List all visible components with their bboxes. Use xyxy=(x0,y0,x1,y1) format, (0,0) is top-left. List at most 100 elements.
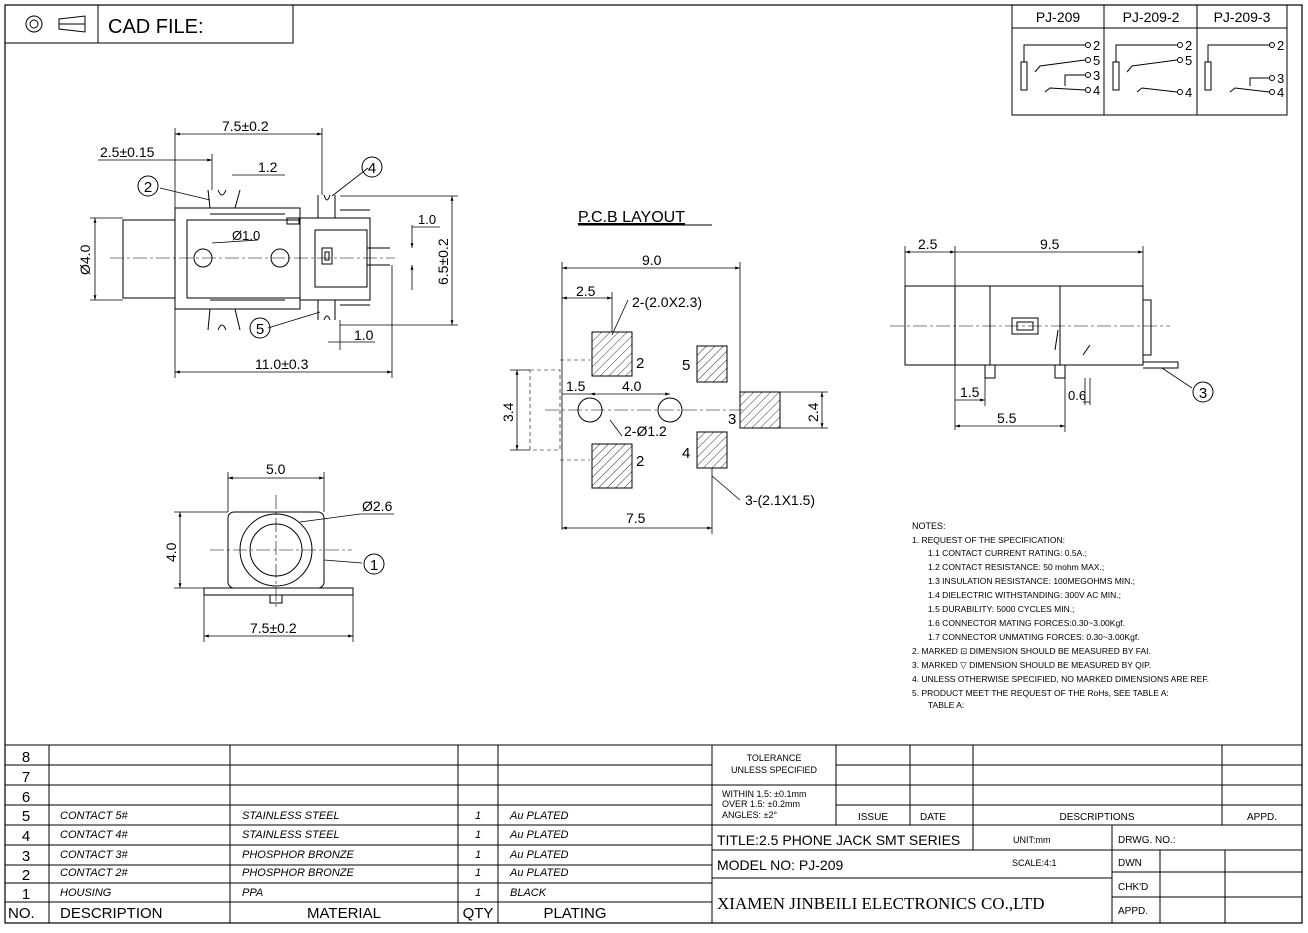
side-view: 2.5 9.5 1.5 5.5 0.6 3 xyxy=(890,236,1214,432)
callout-number: 5 xyxy=(256,321,264,338)
dim-label: 7.5±0.2 xyxy=(250,620,297,636)
dim-label: 6.5±0.2 xyxy=(435,238,451,285)
bom-table: 8 7 6 5 4 3 2 1 CONTACT 5# CONTACT 4# CO… xyxy=(5,744,1302,923)
bom-header-plating: PLATING xyxy=(543,905,606,922)
projection-symbol-icon xyxy=(25,15,86,33)
pin-label: 5 xyxy=(1185,53,1192,68)
callout-bubble xyxy=(137,175,159,197)
dim-label: 5.0 xyxy=(266,461,286,477)
bom-row-desc: HOUSING xyxy=(60,887,112,899)
bom-row-qty: 1 xyxy=(475,829,481,841)
pad-number: 5 xyxy=(682,357,690,374)
notes-line: 1.4 DIELECTRIC WITHSTANDING: 300V AC MIN… xyxy=(928,590,1121,600)
dim-label: 1.5 xyxy=(960,384,980,400)
callout-bubble xyxy=(363,553,385,575)
bom-row-desc: CONTACT 2# xyxy=(60,867,129,879)
pin-label: 5 xyxy=(1093,53,1100,68)
pad-note: 2-(2.0X2.3) xyxy=(632,294,702,310)
notes-line: 1.2 CONTACT RESISTANCE: 50 mohm MAX.; xyxy=(928,562,1104,572)
bom-row-no: 5 xyxy=(22,808,30,825)
pcb-layout: P.C.B LAYOUT xyxy=(500,209,828,534)
model-number: MODEL NO: PJ-209 xyxy=(717,857,844,873)
bom-header-material: MATERIAL xyxy=(307,905,381,922)
callout-bubble xyxy=(249,317,271,339)
bom-header-qty: QTY xyxy=(463,905,494,922)
chkd-label: CHK'D xyxy=(1118,882,1148,893)
dim-label: 5.5 xyxy=(997,410,1017,426)
variant-name: PJ-209-2 xyxy=(1123,9,1180,25)
pin-label: 4 xyxy=(1277,85,1284,100)
title-block: TOLERANCE UNLESS SPECIFIED WITHIN 1.5: ±… xyxy=(712,745,1302,923)
dim-label: 2.5 xyxy=(576,283,596,299)
company-name: XIAMEN JINBEILI ELECTRONICS CO.,LTD xyxy=(717,894,1045,913)
notes-line: TABLE A: xyxy=(928,700,964,710)
descriptions-header: DESCRIPTIONS xyxy=(1059,812,1134,823)
issue-header: ISSUE xyxy=(858,812,888,823)
dim-label: 1.2 xyxy=(258,159,278,175)
pin-label: 2 xyxy=(1277,38,1284,53)
notes-line: 1.1 CONTACT CURRENT RATING: 0.5A.; xyxy=(928,548,1087,558)
callout-number: 4 xyxy=(368,160,376,177)
bom-row-material: PHOSPHOR BRONZE xyxy=(242,867,355,879)
pad-number: 4 xyxy=(682,445,690,462)
cad-file-label: CAD FILE: xyxy=(108,16,204,38)
dim-label: 9.0 xyxy=(642,252,662,268)
drawing-title: TITLE:2.5 PHONE JACK SMT SERIES xyxy=(717,832,960,848)
date-header: DATE xyxy=(920,812,946,823)
pin-label: 3 xyxy=(1277,71,1284,86)
dim-label: 3.4 xyxy=(500,402,516,422)
top-view: 7.5±0.2 2.5±0.15 1.2 Ø1.0 Ø4.0 1.0 6.5±0… xyxy=(77,118,458,378)
bom-row-desc: CONTACT 4# xyxy=(60,829,129,841)
dim-label: Ø4.0 xyxy=(77,244,93,275)
tolerance-within: WITHIN 1.5: ±0.1mm xyxy=(722,789,806,799)
bom-row-material: STAINLESS STEEL xyxy=(242,810,340,822)
bom-row-plating: Au PLATED xyxy=(509,849,569,861)
notes-line: 2. MARKED ⊡ DIMENSION SHOULD BE MEASURED… xyxy=(912,646,1151,656)
notes-line: 1. REQUEST OF THE SPECIFICATION: xyxy=(912,535,1065,545)
pad-note: 3-(2.1X1.5) xyxy=(745,492,815,508)
dim-label: 7.5 xyxy=(626,510,646,526)
notes-line: 3. MARKED ▽ DIMENSION SHOULD BE MEASURED… xyxy=(912,660,1151,670)
appd-header: APPD. xyxy=(1247,812,1277,823)
dim-label: 11.0±0.3 xyxy=(255,356,309,372)
pad-number: 2 xyxy=(636,453,644,470)
scale-label: SCALE:4:1 xyxy=(1012,858,1057,868)
bom-row-qty: 1 xyxy=(475,849,481,861)
bom-row-material: STAINLESS STEEL xyxy=(242,829,340,841)
callout-bubble xyxy=(361,156,383,178)
bom-row-material: PHOSPHOR BRONZE xyxy=(242,849,355,861)
callout-bubble xyxy=(1192,381,1214,403)
bom-row-desc: CONTACT 5# xyxy=(60,810,129,822)
pin-label: 2 xyxy=(1185,38,1192,53)
pad-number: 2 xyxy=(636,355,644,372)
dim-label: 1.0 xyxy=(418,212,436,227)
bom-row-no: 6 xyxy=(22,789,30,806)
tolerance-label: UNLESS SPECIFIED xyxy=(731,765,818,775)
bom-row-desc: CONTACT 3# xyxy=(60,849,129,861)
bom-header-desc: DESCRIPTION xyxy=(60,905,163,922)
pin-label: 2 xyxy=(1093,38,1100,53)
dim-label: 2.5 xyxy=(918,236,938,252)
variant-table: PJ-209 PJ-209-2 PJ-209-3 2 5 3 4 2 5 4 2… xyxy=(1011,4,1288,116)
bom-row-plating: Au PLATED xyxy=(509,867,569,879)
notes-line: 1.7 CONNECTOR UNMATING FORCES: 0.30~3.00… xyxy=(928,632,1140,642)
dim-label: 2.5±0.15 xyxy=(100,144,155,160)
dim-label: 4.0 xyxy=(622,378,642,394)
notes-line: 1.3 INSULATION RESISTANCE: 100MEGOHMS MI… xyxy=(928,576,1135,586)
dim-label: 7.5±0.2 xyxy=(222,118,269,134)
hole-note: 2-Ø1.2 xyxy=(624,423,667,439)
dim-label: Ø2.6 xyxy=(362,498,393,514)
cad-header: CAD FILE: xyxy=(4,4,294,44)
bom-row-no: 8 xyxy=(22,749,30,766)
bom-row-qty: 1 xyxy=(475,867,481,879)
appd-label: APPD. xyxy=(1118,906,1148,917)
notes-line: 1.6 CONNECTOR MATING FORCES:0.30~3.00Kgf… xyxy=(928,618,1125,628)
bom-row-no: 3 xyxy=(22,848,30,865)
notes-line: 4. UNLESS OTHERWISE SPECIFIED, NO MARKED… xyxy=(912,674,1209,684)
front-view: 5.0 Ø2.6 4.0 7.5±0.2 1 xyxy=(163,461,394,642)
drwg-no-label: DRWG. NO.: xyxy=(1118,835,1176,846)
bom-row-no: 7 xyxy=(22,769,30,786)
bom-header-no: NO. xyxy=(8,905,35,922)
bom-row-no: 1 xyxy=(22,886,30,903)
